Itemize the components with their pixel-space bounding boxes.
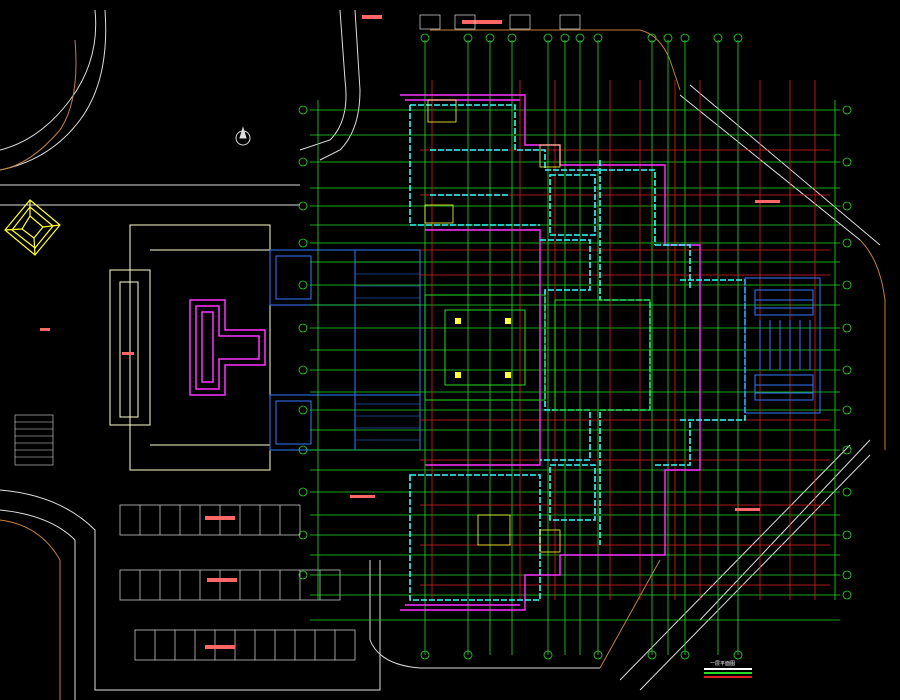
axis-bubbles-top [420,33,743,660]
stair-cores [424,99,561,553]
axis-bubbles-side [298,105,852,600]
site-roads [0,9,600,700]
entrance-plaza [109,224,271,471]
drawing-title: 一层平面图 [710,661,736,667]
axis-lines-red [420,80,830,600]
title-underline-red [704,676,752,678]
title-block: 一层平面图 [700,660,760,680]
title-underline-green [704,672,752,674]
halls [424,294,651,411]
side-stair [14,414,54,466]
central-monument [189,299,266,396]
grid-lines-green [310,40,840,655]
title-underline-white [704,668,752,670]
site-diagonal-boundaries [619,84,881,691]
pavilion-roof [4,199,61,256]
room-labels-red [40,15,780,649]
column-markers [455,318,511,378]
site-roads-orange [0,29,886,700]
east-entrance-stairs [744,277,821,414]
top-entrance-fixtures [419,14,581,30]
north-arrow-icon [235,126,251,146]
